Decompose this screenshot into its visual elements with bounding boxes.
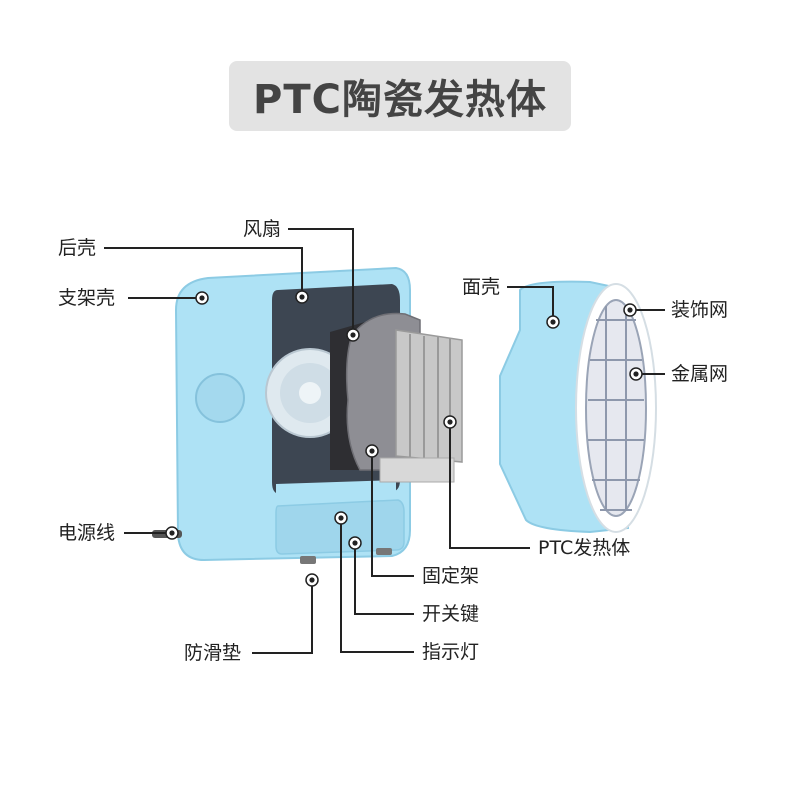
anti-slip-foot: [300, 556, 316, 564]
anchor-dot-ptc-heater: [443, 415, 457, 429]
label-indicator-light: 指示灯: [422, 641, 480, 663]
label-fan: 风扇: [243, 218, 282, 240]
heater-core: [330, 312, 463, 483]
diagram-title: PTC陶瓷发热体: [253, 77, 547, 123]
anchor-dot-power-switch: [348, 536, 362, 550]
label-power-switch: 开关键: [422, 603, 480, 625]
anchor-dot-indicator-light: [334, 511, 348, 525]
front-shell-assembly: [499, 280, 657, 534]
title-banner: PTC陶瓷发热体: [229, 61, 571, 131]
anchor-dot-fan: [346, 328, 360, 342]
label-power-cord: 电源线: [58, 522, 116, 544]
anchor-dot-rear-shell: [295, 290, 309, 304]
label-metal-mesh: 金属网: [671, 363, 729, 385]
label-rear-shell: 后壳: [58, 237, 97, 259]
label-ptc-heater: PTC发热体: [538, 537, 631, 559]
ptc-fins: [395, 329, 463, 463]
label-bracket-shell: 支架壳: [58, 287, 116, 309]
anchor-dot-bracket-shell: [195, 291, 209, 305]
label-fixing-bracket: 固定架: [422, 565, 480, 587]
metal-mesh: [585, 299, 647, 517]
anchor-dots: [165, 290, 643, 587]
label-anti-slip-pad: 防滑垫: [184, 642, 242, 664]
anchor-dot-fixing-bracket: [365, 444, 379, 458]
power-knob: [195, 373, 245, 423]
label-front-shell: 面壳: [462, 276, 501, 298]
anchor-dot-front-shell: [546, 315, 560, 329]
heater-base: [379, 457, 455, 483]
leader-lines: [104, 228, 665, 654]
anchor-dot-anti-slip-pad: [305, 573, 319, 587]
anchor-dot-metal-mesh: [629, 367, 643, 381]
label-decor-mesh: 装饰网: [671, 299, 729, 321]
anchor-dot-power-cord: [165, 526, 179, 540]
anchor-dot-decor-mesh: [623, 303, 637, 317]
